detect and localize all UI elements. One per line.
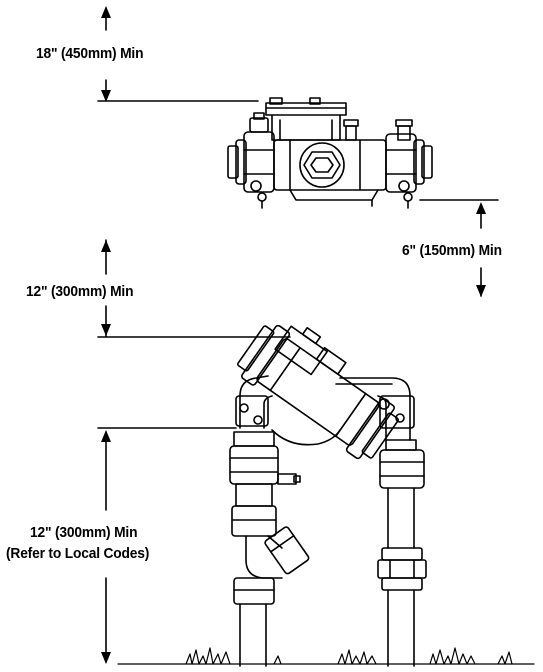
- backflow-preventer-horizontal-icon: [227, 97, 433, 209]
- ground-clearance-label: 6" (150mm) Min: [402, 242, 502, 259]
- height-clearance-label-line2: (Refer to Local Codes): [6, 545, 150, 562]
- ground-clearance-dimension: [419, 199, 499, 297]
- height-clearance-dimension: [97, 427, 237, 664]
- side-clearance-label: 12" (300mm) Min: [26, 283, 134, 300]
- height-clearance-label-line1: 12" (300mm) Min: [30, 524, 138, 541]
- strainer-icon: [231, 505, 310, 605]
- backflow-preventer-vertical-assembly-icon: [229, 324, 427, 667]
- side-clearance-dimension: [97, 239, 291, 338]
- top-clearance-dimension: [97, 6, 259, 102]
- top-clearance-label: 18" (450mm) Min: [36, 45, 144, 62]
- union-fitting-icon: [377, 547, 427, 591]
- grass-tufts-icon: [117, 647, 535, 665]
